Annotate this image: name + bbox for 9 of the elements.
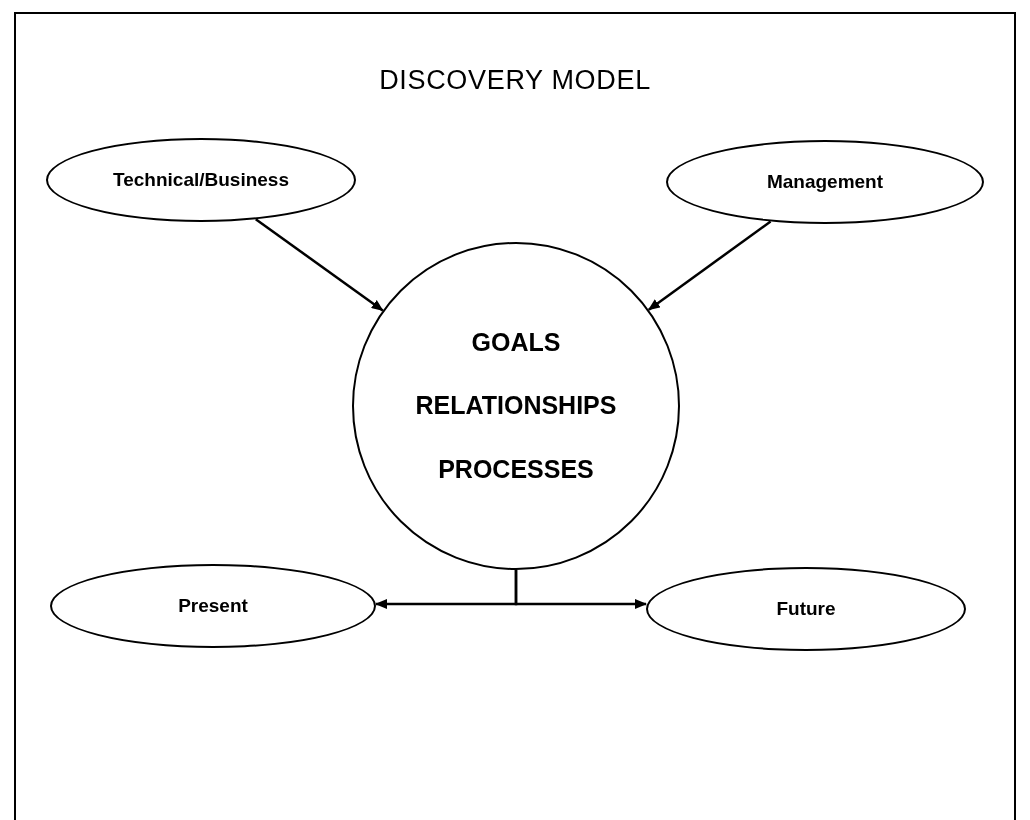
- node-label: GOALS: [471, 326, 561, 358]
- node-label: RELATIONSHIPS: [415, 390, 617, 422]
- node-label: Present: [178, 593, 248, 618]
- node-label: Future: [776, 596, 836, 621]
- arrow: [514, 570, 647, 609]
- node-label: PROCESSES: [438, 453, 594, 485]
- node-label: Management: [766, 169, 884, 194]
- node-label: Technical/Business: [113, 167, 289, 192]
- diagram-title: DISCOVERY MODEL: [378, 64, 652, 97]
